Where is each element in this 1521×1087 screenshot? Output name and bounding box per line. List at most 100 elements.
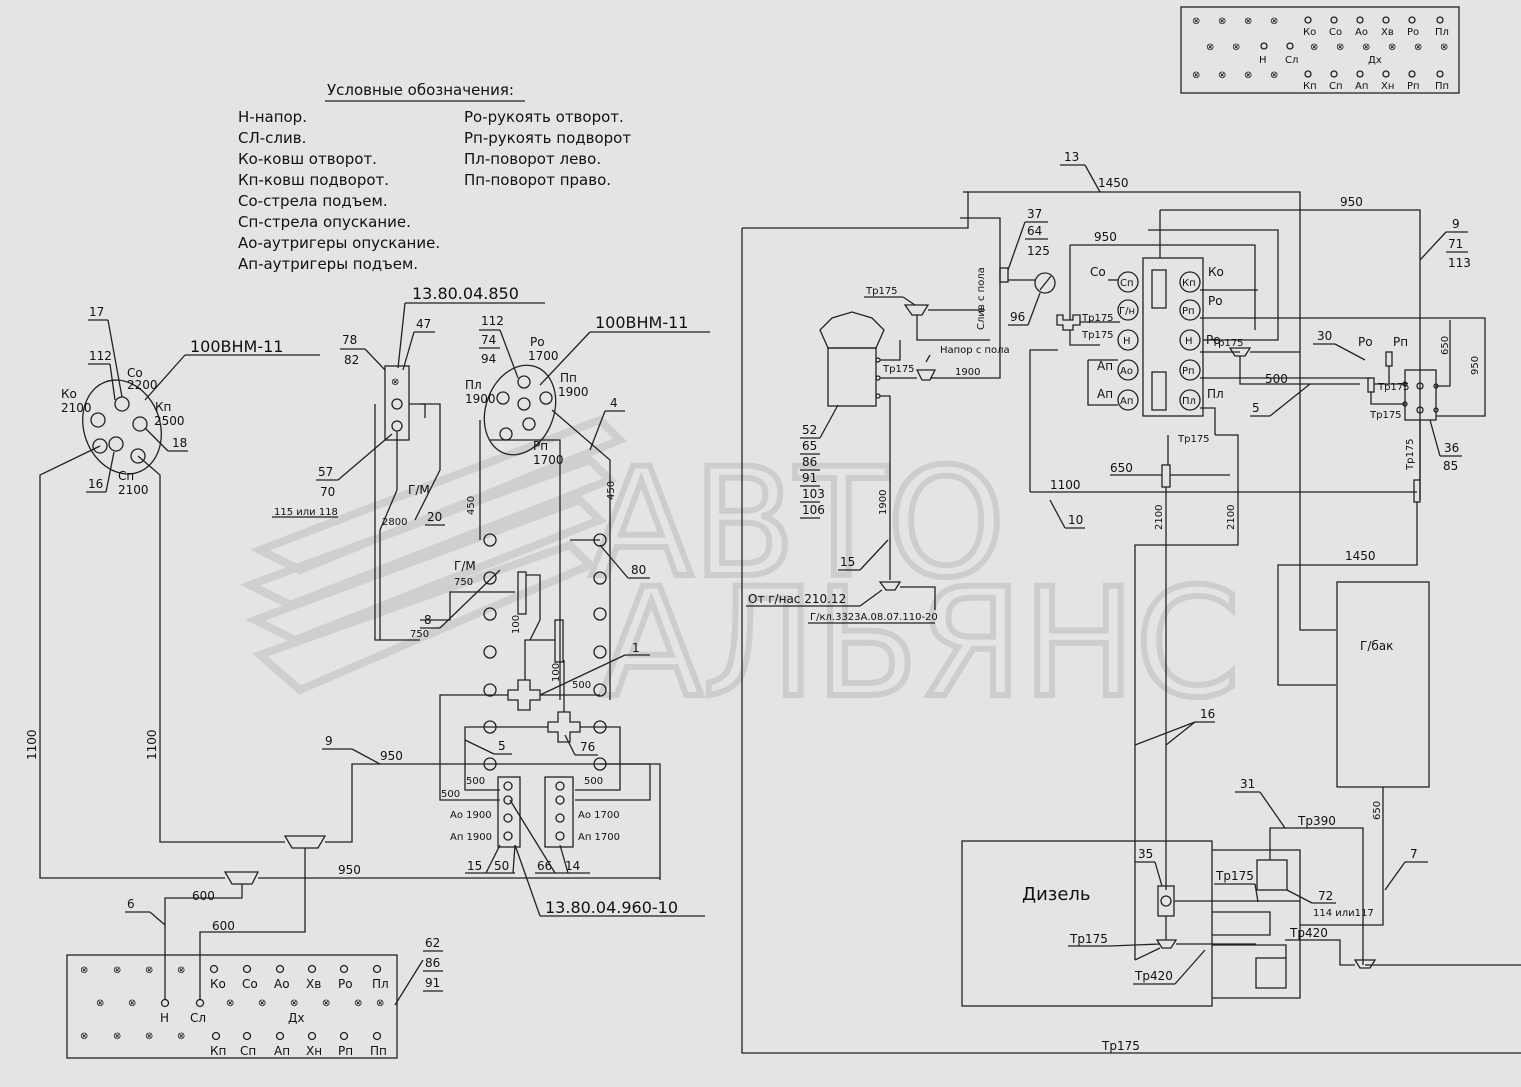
ref-number: 17	[89, 305, 104, 319]
valve-port: Сп	[1120, 278, 1134, 289]
watermark-logo	[239, 415, 628, 695]
tube-label: Напор с пола	[940, 345, 1010, 356]
panel-bottom-label: Ро	[338, 977, 353, 991]
hose-length: 2800	[382, 517, 407, 528]
tube-label: Тр175	[1377, 382, 1410, 393]
block-850: 13.80.04.850 ⊗ 78 82 47 57 70 115 или 11…	[272, 284, 545, 641]
hose-length: 450	[466, 496, 477, 515]
port-length: 2100	[61, 401, 92, 415]
ref-number: 91	[425, 976, 440, 990]
svg-text:⊗: ⊗	[258, 998, 266, 1009]
panel-bottom-dots: ⊗⊗⊗⊗ ⊗⊗⊗⊗⊗⊗⊗⊗ ⊗⊗⊗⊗	[80, 964, 384, 1042]
panel-bottom: ⊗⊗⊗⊗ ⊗⊗⊗⊗⊗⊗⊗⊗ ⊗⊗⊗⊗ Ко Со Ао Хв Ро Пл Н С…	[66, 936, 443, 1059]
port-label: Ап 1700	[578, 832, 620, 843]
port-label: Пл	[1207, 387, 1224, 401]
hose-length: 1100	[25, 729, 39, 760]
valve-port: Рп	[1182, 366, 1195, 377]
ref-number: 80	[631, 563, 646, 577]
port-length: 1700	[533, 453, 564, 467]
panel-bottom-label: Ао	[274, 977, 290, 991]
legend-item: Со-стрела подъем.	[238, 192, 388, 210]
ref-number: 14	[565, 859, 580, 873]
hose-length: 750	[410, 629, 429, 640]
port-label: Ро	[1206, 333, 1221, 347]
panel-top-dots: ⊗⊗⊗⊗ ⊗⊗⊗⊗⊗⊗⊗⊗ ⊗⊗⊗⊗	[1192, 16, 1448, 81]
svg-text:⊗: ⊗	[322, 998, 330, 1009]
tube-label: Слив с пола	[976, 267, 987, 330]
ref-number: 70	[320, 485, 335, 499]
port-label: Ао 1700	[578, 810, 620, 821]
hose-length: 750	[454, 577, 473, 588]
ref-number: 18	[172, 436, 187, 450]
port-label: Ап	[1097, 359, 1113, 373]
panel-top-label: Хв	[1381, 27, 1394, 38]
valve-port: Н	[1185, 336, 1193, 347]
port-label: Со	[127, 366, 143, 380]
right-valve: 100ВНМ-11 112 74 94 Ро 1700 Пл 1900 Пп 1…	[465, 313, 710, 467]
ref-number: 57	[318, 465, 333, 479]
valve-port: Ап	[1120, 396, 1133, 407]
tube-label: Тр175	[1081, 330, 1114, 341]
port-length: 1900	[558, 385, 589, 399]
svg-text:⊗: ⊗	[1270, 16, 1278, 27]
panel-top: ⊗⊗⊗⊗ ⊗⊗⊗⊗⊗⊗⊗⊗ ⊗⊗⊗⊗ Ко Со Ао Хв Ро Пл Н С…	[1180, 6, 1460, 94]
ref-number: 35	[1138, 847, 1153, 861]
tube-label: Тр420	[1134, 969, 1173, 983]
ref-number: 65	[802, 439, 817, 453]
right-system: 13 1450 950 9 71 113 37 64 125 96 Тр175 …	[741, 150, 1521, 1054]
svg-text:⊗: ⊗	[1218, 16, 1226, 27]
svg-text:⊗: ⊗	[1218, 70, 1226, 81]
ref-number: 125	[1027, 244, 1050, 258]
ref-number: 91	[802, 471, 817, 485]
hose-length: 950	[1094, 230, 1117, 244]
legend-item: СЛ-слив.	[238, 129, 306, 147]
panel-top-label: Со	[1329, 27, 1342, 38]
port-label: Ро	[1208, 294, 1223, 308]
port-label: Ро	[530, 335, 545, 349]
gm-label: Г/М	[408, 483, 430, 497]
svg-text:⊗: ⊗	[1336, 42, 1344, 53]
hose-length: 2100	[1154, 505, 1165, 530]
hose-length: 1450	[1098, 176, 1129, 190]
watermark-line1: АВТО	[590, 437, 1005, 611]
svg-text:⊗: ⊗	[226, 998, 234, 1009]
ref-number: 5	[1252, 401, 1260, 415]
port-label: Рп	[1393, 335, 1408, 349]
hose-length: 100	[551, 663, 562, 682]
hose-length: 650	[1110, 461, 1133, 475]
tube-label: Тр175	[1405, 438, 1416, 471]
watermark-line2: АЛЬЯНС	[600, 557, 1240, 731]
hose-length: 950	[1340, 195, 1363, 209]
panel-top-label: Ко	[1303, 27, 1316, 38]
ref-number: 16	[1200, 707, 1215, 721]
tube-label: Тр175	[1215, 869, 1254, 883]
svg-text:⊗: ⊗	[113, 1031, 121, 1042]
ref-number: 9	[1452, 217, 1460, 231]
hose-length: 500	[584, 776, 603, 787]
watermark: АВТО АЛЬЯНС	[239, 415, 1243, 734]
panel-bottom-label: Пп	[370, 1044, 387, 1058]
svg-text:⊗: ⊗	[1192, 70, 1200, 81]
block-850-title: 13.80.04.850	[412, 284, 519, 303]
gm-label: Г/М	[454, 559, 476, 573]
tube-label: Тр175	[1081, 313, 1114, 324]
svg-text:⊗: ⊗	[1440, 42, 1448, 53]
tube-label: Тр420	[1289, 926, 1328, 940]
svg-text:⊗: ⊗	[1244, 16, 1252, 27]
ref-number: 62	[425, 936, 440, 950]
left-hoses: 1100 1100 9 950 950 6 600 600	[25, 445, 661, 1000]
svg-text:⊗: ⊗	[128, 998, 136, 1009]
port-label: Ап 1900	[450, 832, 492, 843]
panel-top-label: Ап	[1355, 81, 1368, 92]
ref-number: 50	[494, 859, 509, 873]
block-960-title: 13.80.04.960-10	[545, 898, 678, 917]
ref-number: 7	[1410, 847, 1418, 861]
ref-number: 94	[481, 352, 496, 366]
ref-number: 74	[481, 333, 496, 347]
legend-item: Кп-ковш подворот.	[238, 171, 389, 189]
ref-number: 85	[1443, 459, 1458, 473]
ref-number: 36	[1444, 441, 1459, 455]
port-label: Со	[1090, 265, 1106, 279]
panel-bottom-label: Кп	[210, 1044, 226, 1058]
